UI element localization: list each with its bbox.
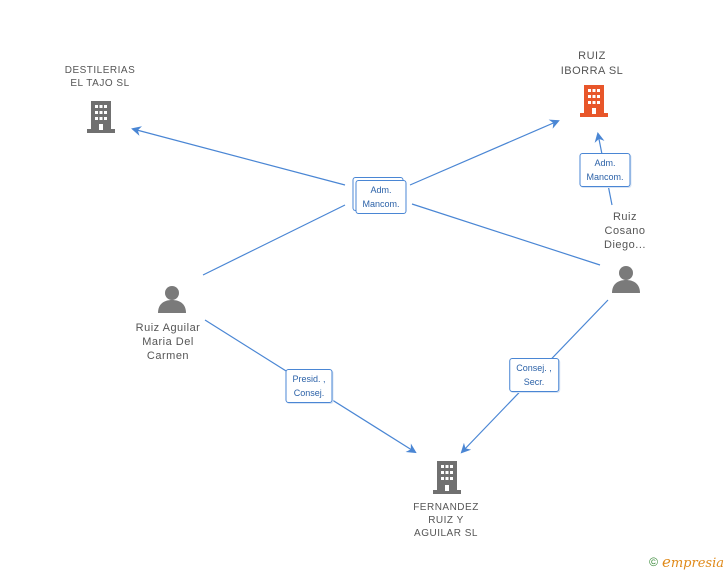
copyright-icon: © (649, 555, 658, 569)
footer-branding: © empresia (649, 553, 724, 571)
edge-ruizaguilar-to-destilerias (202, 204, 346, 276)
edge-label-consej-secr[interactable]: Consej. , Secr. (509, 358, 559, 392)
edge-label-presid-consej[interactable]: Presid. , Consej. (285, 369, 333, 403)
node-fernandez-label[interactable]: FERNANDEZ RUIZ Y AGUILAR SL (413, 502, 479, 539)
edge-label-adm-mancom-right[interactable]: Adm. Mancom. (579, 153, 631, 187)
building-icon[interactable] (87, 101, 115, 133)
building-icon-highlight[interactable] (580, 85, 608, 117)
edge-label-adm-mancom-center[interactable]: Adm. Mancom. (355, 180, 407, 214)
person-icon[interactable] (612, 266, 640, 293)
edge-ruizcosano-to-hub (411, 203, 601, 266)
edge-hub-to-destilerias (131, 126, 346, 186)
person-icon[interactable] (158, 286, 186, 313)
node-ruiz-cosano-label[interactable]: Ruiz Cosano Diego... (604, 211, 646, 251)
node-ruiz-aguilar-label[interactable]: Ruiz Aguilar Maria Del Carmen (135, 322, 201, 362)
building-icon[interactable] (433, 461, 461, 494)
edge-hub-to-ruiziborra (409, 119, 560, 186)
node-destilerias-label[interactable]: DESTILERIAS EL TAJO SL (64, 65, 136, 89)
brand-logo[interactable]: empresia (661, 553, 724, 571)
node-ruiz-iborra-label[interactable]: RUIZ IBORRA SL (560, 50, 624, 77)
